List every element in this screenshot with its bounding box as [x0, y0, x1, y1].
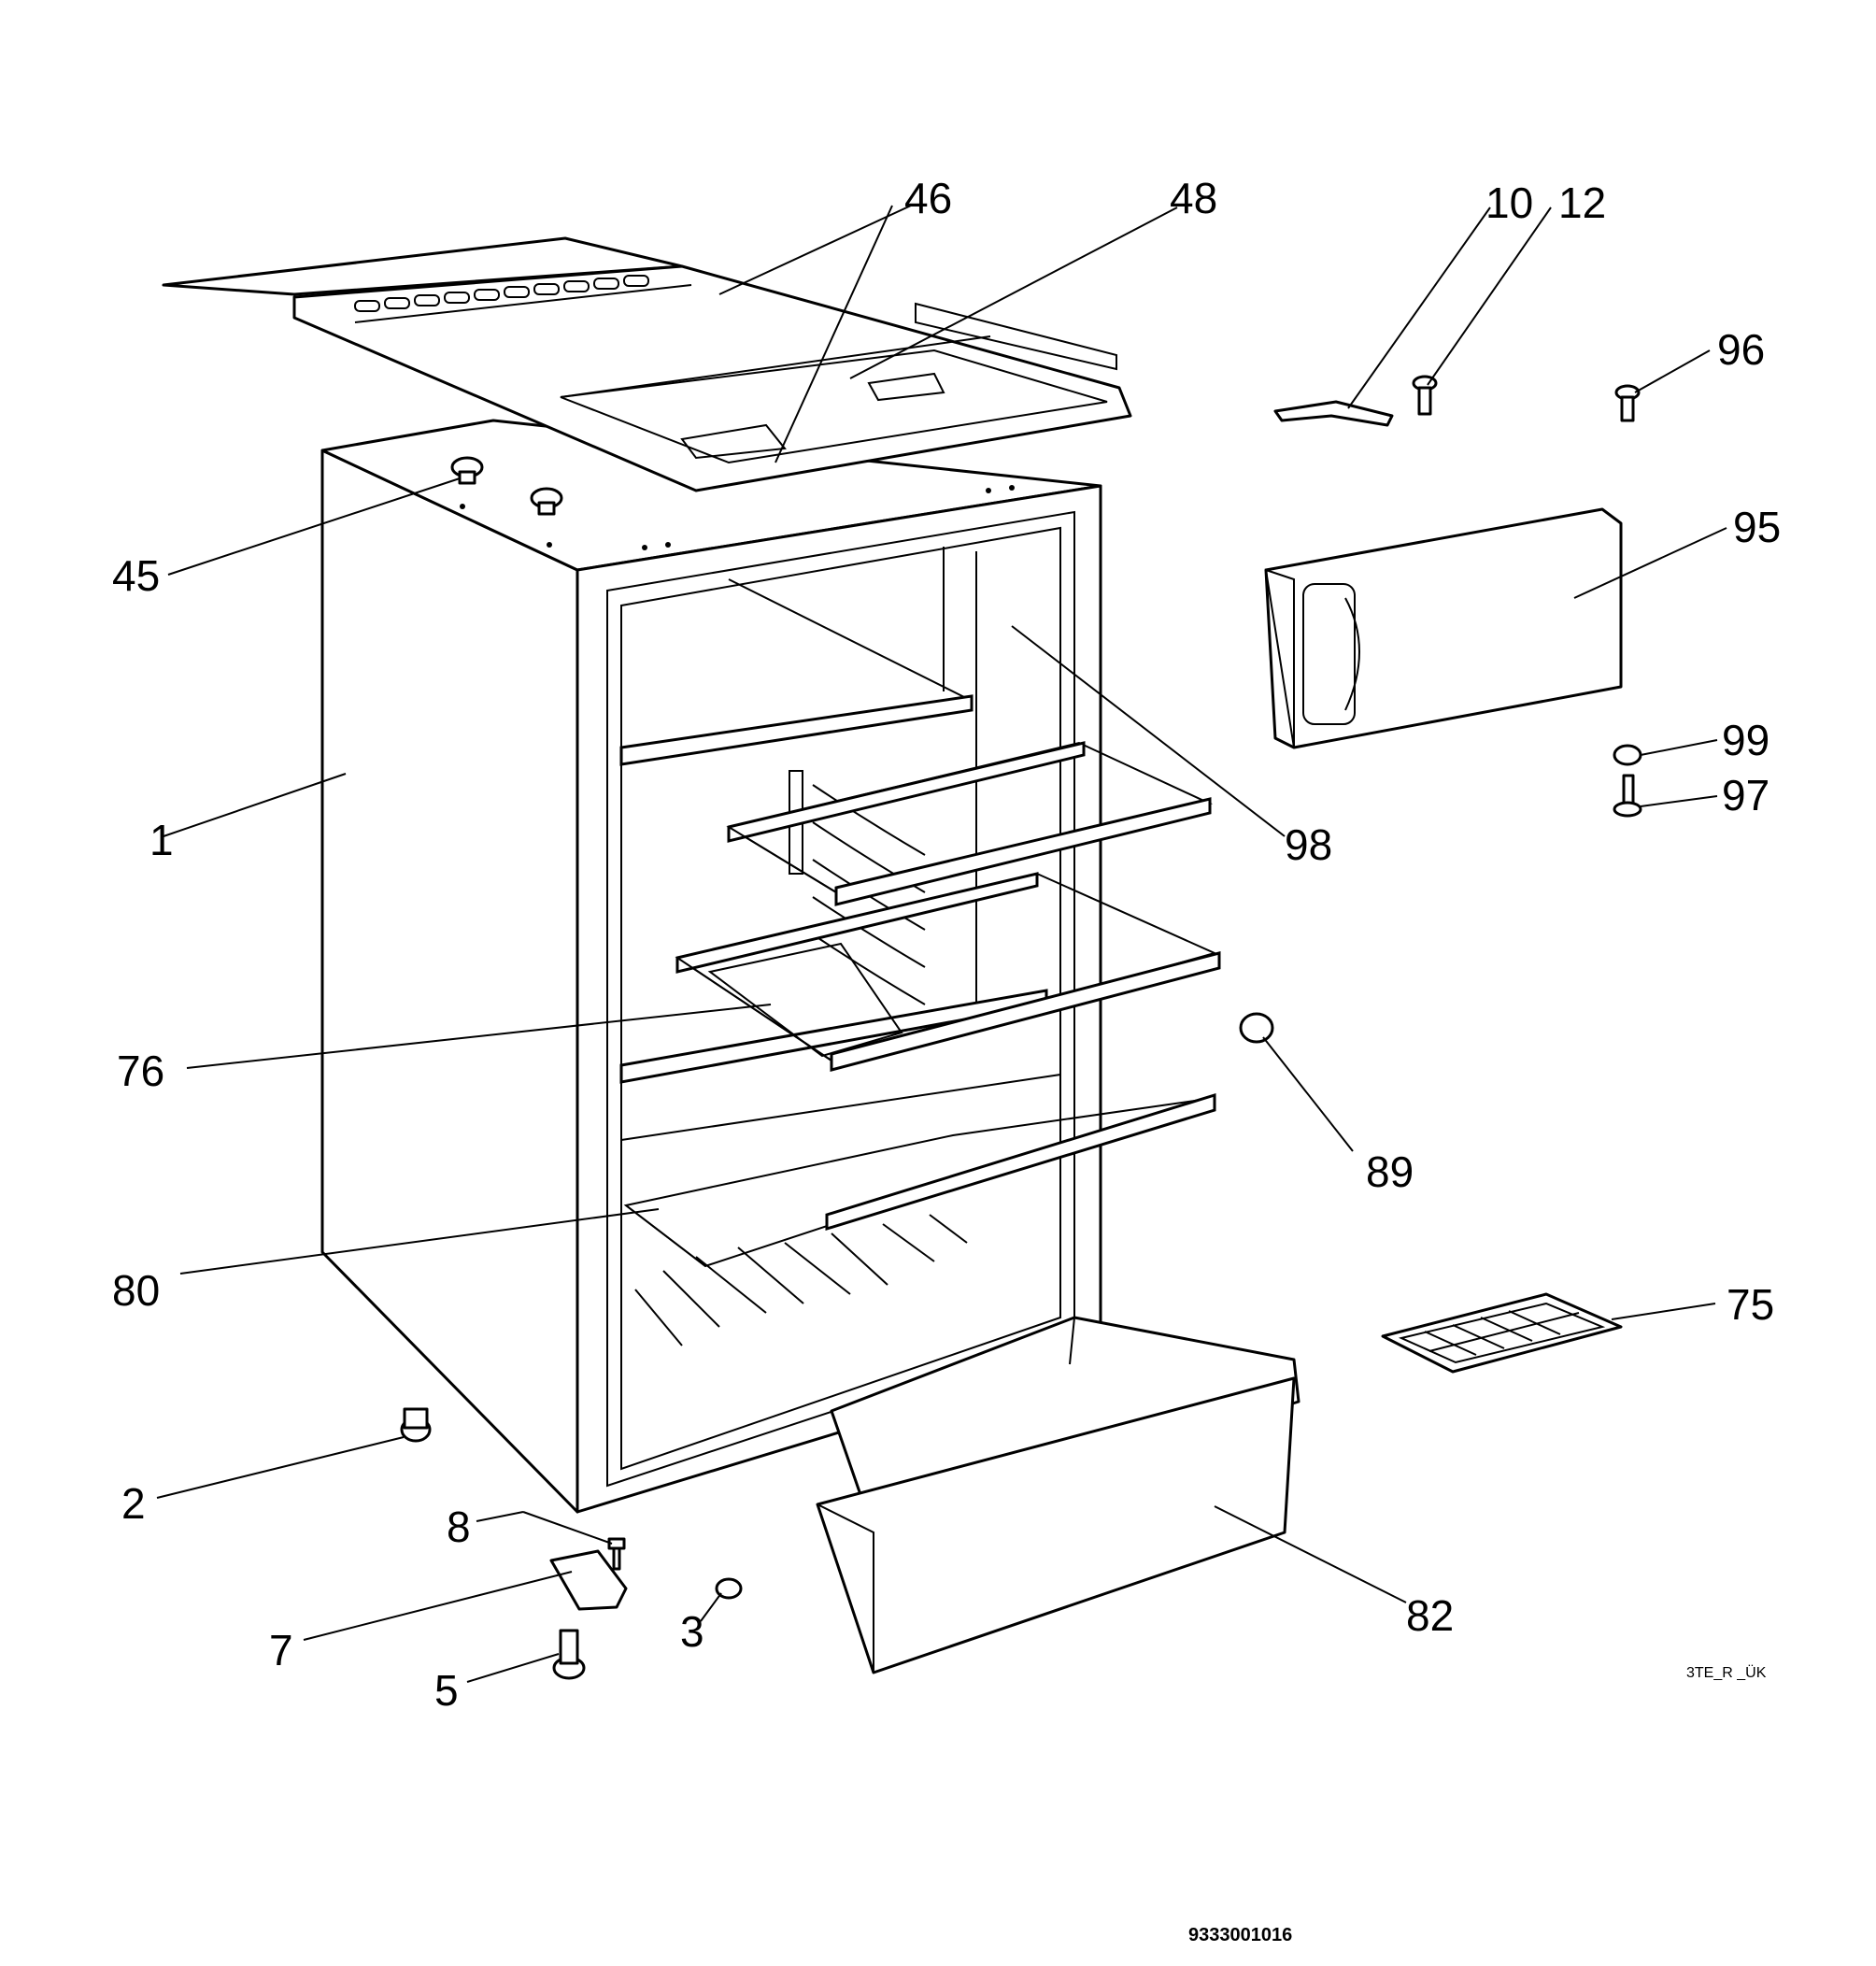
door-bin [816, 1316, 1300, 1674]
top-fixing-bolts [450, 456, 563, 516]
control-knob [1239, 1012, 1274, 1044]
middle-shelf [675, 872, 1221, 1072]
callout-10: 10 [1485, 178, 1533, 227]
callout-98: 98 [1285, 820, 1332, 869]
bottom-hardware [400, 1407, 743, 1680]
freezer-door [1264, 507, 1623, 749]
callout-3: 3 [680, 1607, 704, 1656]
leader-lines [156, 205, 1727, 1683]
callout-45: 45 [112, 551, 160, 600]
vent-slots [354, 275, 649, 312]
callout-12: 12 [1558, 178, 1606, 227]
callout-48: 48 [1170, 174, 1217, 222]
callout-7: 7 [269, 1626, 293, 1674]
callout-1: 1 [149, 816, 174, 864]
ice-cube-tray [1381, 1292, 1623, 1374]
callout-labels: 46 48 10 12 96 45 95 99 97 98 1 76 89 80… [112, 174, 1781, 1715]
callout-97: 97 [1722, 771, 1769, 819]
callout-96: 96 [1717, 325, 1765, 374]
callout-5: 5 [434, 1666, 459, 1715]
bottom-shelf [623, 1092, 1216, 1268]
callout-95: 95 [1733, 503, 1781, 551]
callout-8: 8 [447, 1503, 471, 1551]
callout-75: 75 [1727, 1280, 1774, 1329]
callout-82: 82 [1406, 1591, 1454, 1640]
upper-shelf [726, 741, 1213, 906]
document-number: 9333001016 [1188, 1925, 1292, 1945]
callout-99: 99 [1722, 716, 1769, 764]
callout-46: 46 [904, 174, 952, 222]
callout-76: 76 [117, 1047, 164, 1095]
top-work-surface [162, 236, 1132, 492]
drawing-code: 3TE_R _ÜK [1686, 1664, 1767, 1681]
callout-2: 2 [121, 1479, 146, 1528]
callout-89: 89 [1366, 1147, 1414, 1196]
cabinet-body [320, 419, 1102, 1514]
callout-80: 80 [112, 1266, 160, 1315]
